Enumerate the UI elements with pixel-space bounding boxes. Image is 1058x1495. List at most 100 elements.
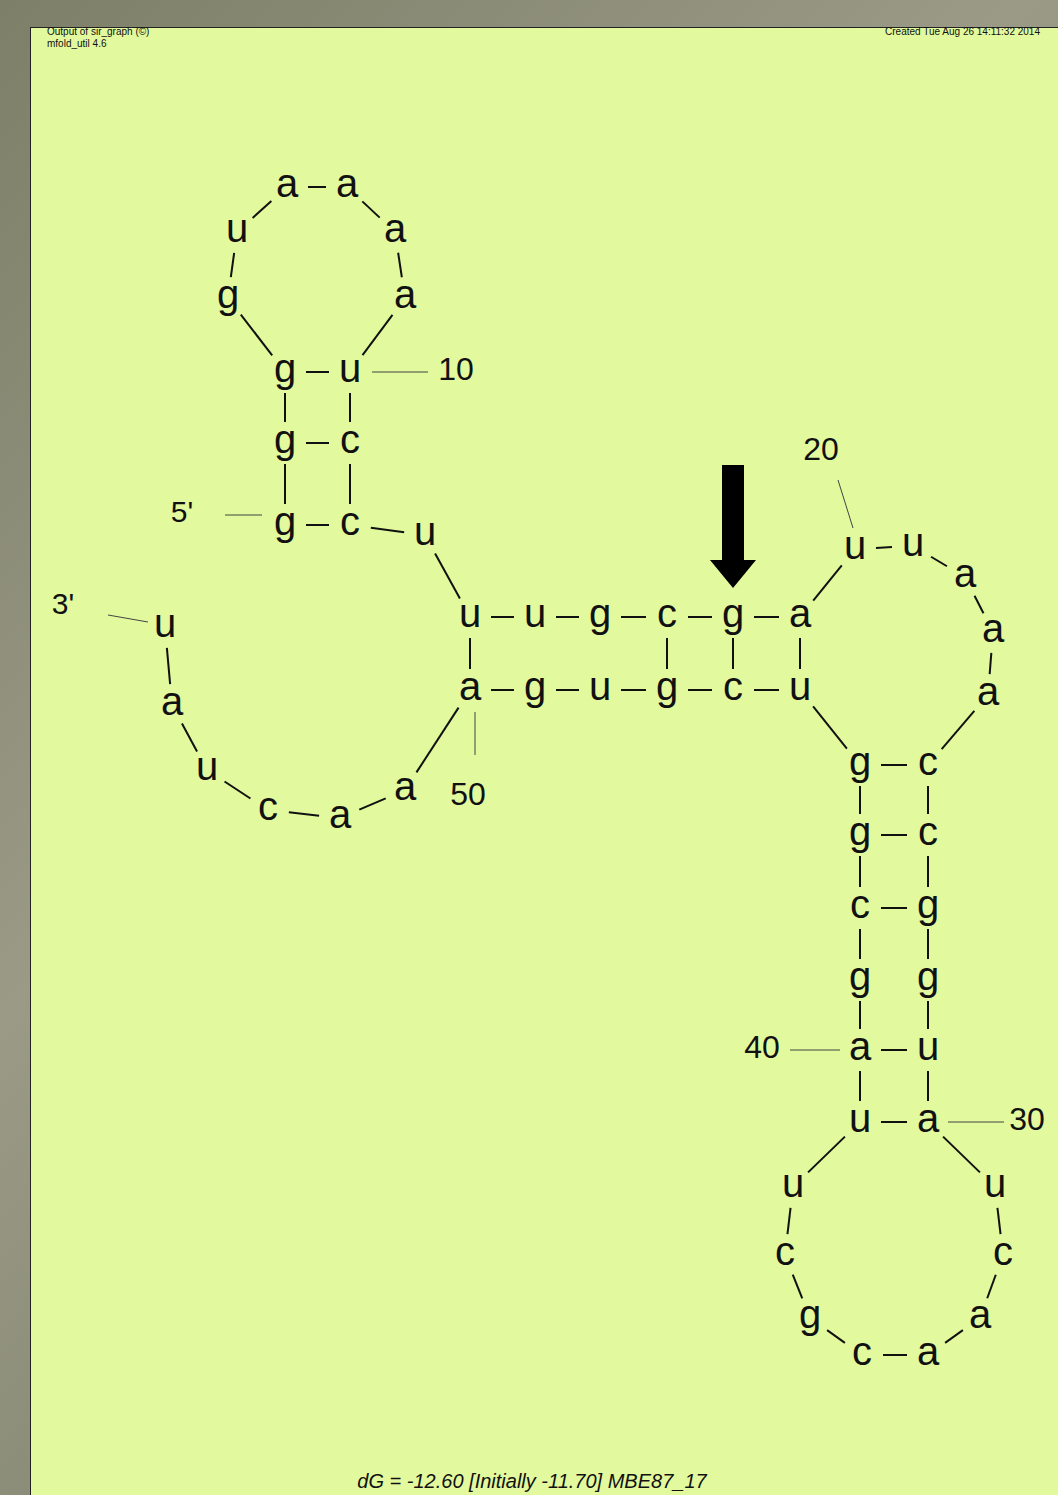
- nucleotide: g: [849, 811, 871, 851]
- backbone-line: [931, 557, 947, 566]
- nucleotide: c: [918, 811, 938, 851]
- background-panel: [30, 27, 1058, 1495]
- nucleotide: u: [844, 525, 866, 565]
- nucleotide: g: [217, 274, 239, 314]
- nucleotide: a: [969, 1294, 991, 1334]
- leader-line: [790, 1050, 840, 1051]
- nucleotide: a: [459, 666, 481, 706]
- nucleotide: u: [789, 666, 811, 706]
- backbone-line: [241, 315, 272, 356]
- header-text: Output of sir_graph (©): [47, 27, 149, 37]
- backbone-line: [876, 546, 892, 549]
- nucleotide: u: [984, 1163, 1006, 1203]
- backbone-line: [556, 689, 579, 691]
- date-stamp: Created Tue Aug 26 14:11:32 2014: [885, 27, 1040, 37]
- backbone-line: [371, 528, 404, 532]
- nucleotide: c: [850, 884, 870, 924]
- backbone-line: [813, 706, 847, 748]
- backbone-line: [688, 689, 712, 691]
- nucleotide: a: [954, 553, 976, 593]
- nucleotide: u: [226, 208, 248, 248]
- leader-line: [225, 515, 262, 516]
- backbone-line: [621, 689, 646, 691]
- leader-line: [372, 372, 428, 373]
- base-pair-line: [469, 638, 471, 669]
- backbone-line: [362, 201, 379, 217]
- nucleotide: g: [722, 593, 744, 633]
- nucleotide: a: [161, 681, 183, 721]
- nucleotide: g: [656, 666, 678, 706]
- position-number: 10: [438, 353, 474, 385]
- backbone-line: [754, 689, 779, 691]
- nucleotide: g: [274, 419, 296, 459]
- nucleotide: a: [917, 1331, 939, 1371]
- backbone-line: [787, 1208, 790, 1234]
- position-number: 50: [450, 778, 486, 810]
- base-pair-line: [881, 907, 907, 909]
- backbone-line: [491, 689, 514, 691]
- base-pair-line: [306, 524, 329, 526]
- nucleotide: c: [852, 1331, 872, 1371]
- backbone-line: [253, 201, 272, 218]
- nucleotide: c: [918, 741, 938, 781]
- nucleotide: g: [274, 501, 296, 541]
- backbone-line: [182, 723, 197, 751]
- nucleotide: u: [459, 593, 481, 633]
- backbone-line: [289, 812, 319, 815]
- base-pair-line: [306, 371, 329, 373]
- nucleotide: g: [524, 666, 546, 706]
- nucleotide: u: [902, 522, 924, 562]
- nucleotide: c: [340, 419, 360, 459]
- nucleotide: g: [917, 956, 939, 996]
- backbone-line: [435, 553, 460, 598]
- leader-line: [948, 1122, 1004, 1123]
- end-label: 3': [52, 589, 74, 619]
- backbone-line: [859, 786, 861, 814]
- backbone-line: [859, 929, 861, 959]
- nucleotide: c: [657, 593, 677, 633]
- nucleotide: u: [589, 666, 611, 706]
- header-text: mfold_util 4.6: [47, 39, 106, 49]
- nucleotide: a: [982, 608, 1004, 648]
- nucleotide: a: [329, 794, 351, 834]
- nucleotide: g: [799, 1294, 821, 1334]
- end-label: 5': [171, 497, 193, 527]
- backbone-line: [827, 1330, 845, 1343]
- base-pair-line: [732, 638, 734, 669]
- nucleotide: g: [274, 348, 296, 388]
- nucleotide: u: [524, 593, 546, 633]
- position-number: 40: [744, 1031, 780, 1063]
- nucleotide: c: [723, 666, 743, 706]
- nucleotide: a: [336, 163, 358, 203]
- backbone-line: [416, 708, 458, 773]
- backbone-line: [927, 1001, 929, 1029]
- backbone-line: [284, 464, 286, 504]
- backbone-line: [883, 1354, 907, 1356]
- backbone-line: [754, 616, 779, 618]
- backbone-line: [621, 616, 646, 618]
- base-pair-line: [799, 638, 801, 669]
- nucleotide: u: [154, 603, 176, 643]
- base-pair-line: [881, 1049, 907, 1051]
- nucleotide: g: [849, 956, 871, 996]
- position-number: 20: [803, 433, 839, 465]
- leader-line: [108, 615, 148, 622]
- backbone-line: [556, 616, 579, 618]
- nucleotide: a: [384, 208, 406, 248]
- backbone-line: [945, 1330, 963, 1343]
- backbone-line: [308, 186, 326, 188]
- backbone-line: [359, 798, 385, 809]
- backbone-line: [859, 1071, 861, 1101]
- backbone-line: [225, 782, 251, 799]
- nucleotide: g: [917, 884, 939, 924]
- backbone-line: [284, 393, 286, 422]
- backbone-line: [167, 648, 170, 684]
- nucleotide: a: [977, 671, 999, 711]
- nucleotide: a: [394, 274, 416, 314]
- position-number: 30: [1009, 1103, 1045, 1135]
- backbone-line: [363, 315, 393, 355]
- nucleotide: a: [276, 163, 298, 203]
- nucleotide: g: [849, 741, 871, 781]
- backbone-line: [859, 1001, 861, 1029]
